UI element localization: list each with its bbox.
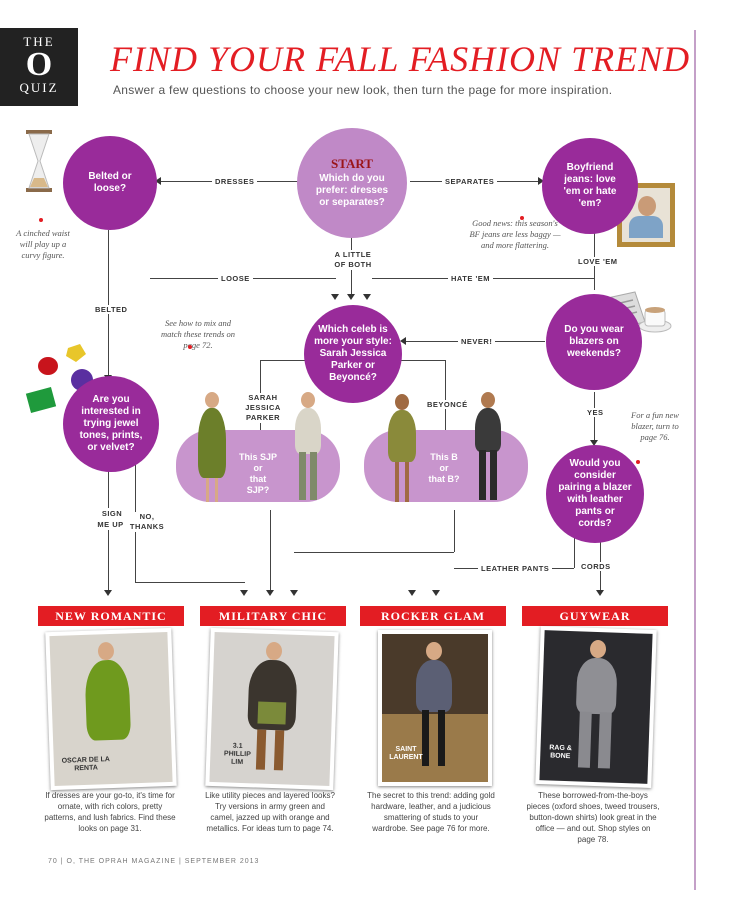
jewel-tones-node: Are you interested in trying jewel tones… [63,376,159,472]
edge-label-beyonce: BEYONCÉ [424,400,471,409]
edge-label-dresses: DRESSES [212,177,258,186]
arrow-icon [363,294,371,300]
note-cinched: A cinched waist will play up a curvy fig… [16,228,70,260]
belted-or-loose-node: Belted or loose? [63,136,157,230]
edge-label-belted: BELTED [92,305,131,314]
military-chic-photo: 3.1 PHILLIP LIM [205,627,339,791]
result-banner-new-romantic: NEW ROMANTIC [38,606,184,626]
designer-caption: SAINT LAURENT [389,746,423,761]
arrow-icon [347,294,355,300]
page-subtitle: Answer a few questions to choose your ne… [113,83,613,97]
arrow-icon [266,590,274,596]
beyonce-figure-2-image [470,392,506,504]
leather-question: Would you consider pairing a blazer with… [558,458,632,529]
result-text-rocker-glam: The secret to this trend: adding gold ha… [367,791,495,833]
note-for-fun: For a fun new blazer, turn to page 76. [631,410,679,442]
b-line3: that B? [428,474,460,484]
note-dot [520,216,524,220]
new-romantic-photo: OSCAR DE LA RENTA [45,627,177,791]
logo-o: O [25,46,53,83]
start-label: START [331,155,373,171]
note-mix-match: See how to mix and match these trends on… [160,318,236,350]
page-title: FIND YOUR FALL FASHION TREND [110,39,691,79]
b-pill-text: This B or that B? [424,452,464,485]
connector [445,360,446,430]
result-banner-rocker-glam: ROCKER GLAM [360,606,506,626]
edge-label-hate: HATE 'EM [448,274,493,283]
hourglass-icon [26,130,52,197]
sjp-figure-2-image [290,392,326,504]
belted-question: Belted or loose? [88,171,132,194]
leather-or-cords-node: Would you consider pairing a blazer with… [546,445,644,543]
edge-label-cords: CORDS [578,562,614,571]
edge-label-leather-pants: LEATHER PANTS [478,564,553,573]
edge-label-loose: LOOSE [218,274,253,283]
arrow-icon [104,590,112,596]
result-text-new-romantic: If dresses are your go-to, it's time for… [44,791,176,833]
celeb-style-node: Which celeb is more your style: Sarah Je… [304,305,402,403]
page-edge-stripe [694,30,696,890]
logo-quiz: QUIZ [19,80,59,95]
arrow-icon [331,294,339,300]
connector [294,552,454,553]
edge-label-little-both: A LITTLE OF BOTH [326,250,380,270]
logo-the: THE [23,34,55,49]
designer-caption: RAG & BONE [549,744,572,761]
edge-label-no-thanks: NO, THANKS [124,512,170,532]
page-footer: 70 | O, THE OPRAH MAGAZINE | SEPTEMBER 2… [48,858,260,865]
designer-caption: 3.1 PHILLIP LIM [223,742,251,767]
note-dot [188,345,192,349]
b-line1: This B [430,452,458,462]
edge-label-love: LOVE 'EM [575,257,621,266]
edge-label-sign-me-up: SIGN ME UP! [94,508,130,530]
arrow-icon [408,590,416,596]
edge-label-sjp: SARAH JESSICA PARKER [228,393,298,423]
arrow-icon [538,177,544,185]
start-question: Which do you prefer: dresses or separate… [315,172,389,208]
arrow-icon [290,590,298,596]
arrow-icon [596,590,604,596]
connector [594,392,595,444]
edge-label-separates: SEPARATES [442,177,498,186]
note-dot [39,218,43,222]
connector [454,510,455,552]
celeb-question: Which celeb is more your style: Sarah Je… [314,324,392,383]
guywear-photo: RAG & BONE [535,626,657,788]
result-text-military-chic: Like utility pieces and layered looks? T… [205,791,335,833]
edge-label-yes: YES [584,408,607,417]
start-node: START Which do you prefer: dresses or se… [297,128,407,238]
connector [135,582,245,583]
boyfriend-question: Boyfriend jeans: love 'em or hate 'em? [563,162,617,209]
connector [270,510,271,590]
note-dot [636,460,640,464]
arrow-icon [590,440,598,446]
jewel-question: Are you interested in trying jewel tones… [79,394,143,453]
edge-label-never: NEVER! [458,337,496,346]
result-banner-guywear: GUYWEAR [522,606,668,626]
sjp-line1: This SJP [238,452,277,462]
blazers-node: Do you wear blazers on weekends? [546,294,642,390]
arrow-icon [155,177,161,185]
result-text-guywear: These borrowed-from-the-boys pieces (oxf… [526,791,660,844]
arrow-icon [400,337,406,345]
jewels-image [24,338,104,425]
beyonce-figure-1-image [384,394,420,504]
note-good-news: Good news: this season's BF jeans are le… [469,218,561,250]
arrow-icon [240,590,248,596]
sjp-line3: that SJP? [246,474,270,495]
result-banner-military-chic: MILITARY CHIC [200,606,346,626]
sjp-line2: or [253,463,263,473]
sjp-pill-text: This SJP or that SJP? [238,452,278,496]
connector [574,538,575,568]
arrow-icon [432,590,440,596]
rocker-glam-photo: SAINT LAURENT [378,630,492,786]
boyfriend-jeans-node: Boyfriend jeans: love 'em or hate 'em? [542,138,638,234]
blazers-question: Do you wear blazers on weekends? [564,324,624,359]
sjp-figure-1-image [194,392,230,504]
connector [400,360,445,361]
connector [260,360,305,361]
o-quiz-logo: THE O QUIZ [0,28,78,106]
designer-caption: OSCAR DE LA RENTA [61,756,110,773]
b-line2: or [439,463,449,473]
